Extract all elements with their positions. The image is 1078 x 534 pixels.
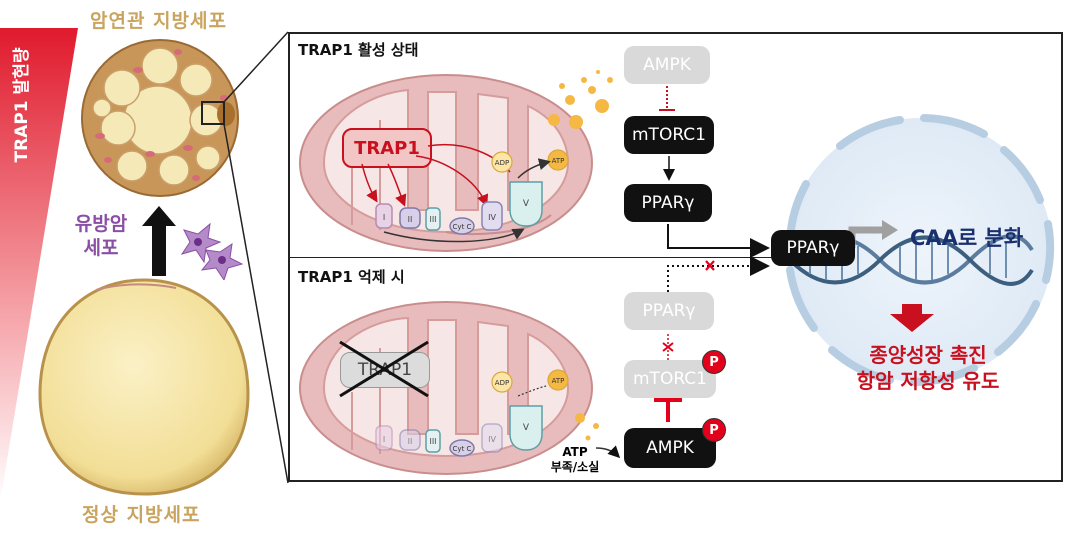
mtorc1-box-inhibited: mTORC1 (624, 360, 716, 398)
complex-label-ii: II (408, 215, 413, 224)
complex-label-ii-inh: II (408, 437, 413, 446)
adp-label-active: ADP (495, 159, 509, 167)
ppar-box-inhibited: PPARγ (624, 292, 714, 330)
complex-label-i: I (383, 213, 385, 222)
caa-differentiation-label: CAA로 분화 (910, 226, 1024, 250)
complex-label-v-inh: V (523, 423, 530, 433)
breast-cancer-cells-icon (180, 222, 244, 280)
adp-label-inh: ADP (495, 379, 509, 387)
trap1-box-active: TRAP1 (342, 128, 432, 168)
top-panel-title: TRAP1 활성 상태 (298, 41, 419, 59)
atp-label-inh: ATP (552, 377, 565, 385)
atp-dots-top (548, 70, 613, 129)
complex-label-cytc-inh: Cyt C (453, 445, 472, 453)
complex-label-iii: III (429, 215, 436, 224)
atp-dots-bottom (575, 413, 599, 441)
ppar-box-top: PPARγ (624, 184, 712, 222)
ampk-box-top: AMPK (624, 46, 710, 84)
ampk-box-active: AMPK (624, 428, 716, 468)
complex-label-iv-inh: IV (488, 435, 496, 444)
etc-complexes-active: I II III Cyt C IV V ADP ATP (361, 144, 569, 243)
trap1-expression-gradient (0, 28, 78, 503)
complex-label-v: V (523, 199, 530, 209)
bottom-panel-title: TRAP1 억제 시 (298, 268, 405, 286)
atp-loss-label: ATP 부족/소실 (550, 445, 600, 474)
ppar-box-nucleus: PPARγ (771, 230, 855, 266)
complex-label-i-inh: I (383, 435, 385, 444)
cancer-associated-adipocyte (81, 39, 239, 197)
mtorc1-box-top: mTORC1 (624, 116, 714, 154)
outcome-label: 종양성장 촉진 항암 저항성 유도 (856, 343, 1000, 393)
complex-label-iii-inh: III (429, 437, 436, 446)
breast-cancer-cell-label: 유방암 세포 (74, 213, 128, 259)
panel-divider (288, 257, 774, 258)
cancer-adipocyte-label: 암연관 지방세포 (90, 10, 227, 32)
phospho-badge-ampk: P (702, 418, 726, 442)
complex-label-cytc: Cyt C (453, 223, 472, 231)
complex-label-iv: IV (488, 213, 496, 222)
normal-adipocyte (38, 278, 250, 496)
normal-adipocyte-label: 정상 지방세포 (82, 504, 201, 526)
up-arrow-icon (142, 206, 176, 276)
atp-label-active: ATP (552, 157, 565, 165)
cross-out-icon (339, 340, 429, 398)
phospho-badge-mtorc1: P (702, 350, 726, 374)
